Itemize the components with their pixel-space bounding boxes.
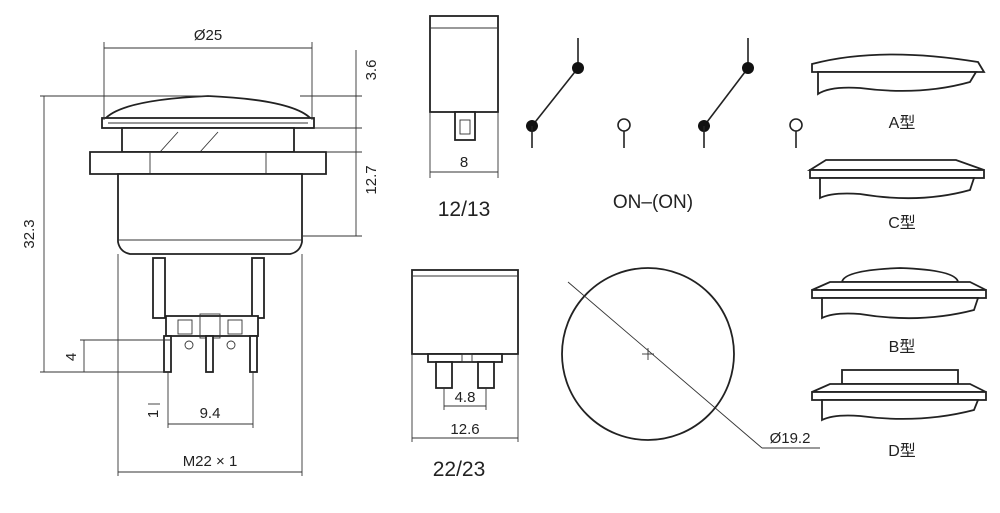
switch-housing <box>117 173 303 255</box>
main-side-view <box>89 95 327 373</box>
model-12-13-terminal <box>454 111 476 141</box>
pin <box>205 335 214 373</box>
model-22-23-inner-width: 4.8 <box>455 389 476 406</box>
contact-dot <box>742 62 754 74</box>
main-dimensions <box>40 42 362 476</box>
model-12-13-view <box>429 15 499 178</box>
dim-diameter-25: Ø25 <box>194 27 222 44</box>
hex-nut <box>89 151 327 175</box>
dim-32-3: 32.3 <box>21 219 38 248</box>
cap-type-b <box>811 267 987 320</box>
cap-type-a <box>811 53 986 96</box>
dim-9-4: 9.4 <box>200 405 221 422</box>
cap-type-a-label: A型 <box>889 114 916 132</box>
cap-type-c-label: C型 <box>888 214 916 232</box>
circuit-label: ON–(ON) <box>613 192 693 213</box>
bezel-neck <box>121 127 295 153</box>
round-diameter: Ø19.2 <box>770 430 811 447</box>
dim-12-7: 12.7 <box>363 165 380 194</box>
model-22-23-terminal <box>477 361 495 389</box>
terminal-slot <box>177 319 193 335</box>
dim-thread-m22: M22 × 1 <box>183 453 238 470</box>
contact-dot <box>572 62 584 74</box>
model-22-23-label: 22/23 <box>433 458 486 481</box>
model-22-23-terminal <box>435 361 453 389</box>
model-22-23-view <box>411 269 519 442</box>
open-contact <box>617 118 631 132</box>
model-12-13-label: 12/13 <box>438 198 491 221</box>
dim-1: 1 <box>145 410 162 418</box>
terminal-slot <box>227 319 243 335</box>
pin <box>163 335 172 373</box>
pin <box>249 335 258 373</box>
neck-hatch <box>199 131 219 153</box>
terminal-block <box>165 315 259 337</box>
terminal-post-right <box>251 257 265 319</box>
dome-cap <box>102 95 314 121</box>
terminal-post-left <box>152 257 166 319</box>
circuit-symbol <box>526 38 803 148</box>
cap-type-d <box>811 369 987 422</box>
dim-3-6: 3.6 <box>363 60 380 81</box>
pin-solder <box>184 340 194 350</box>
cap-type-d-label: D型 <box>888 442 916 460</box>
neck-hatch <box>159 131 179 153</box>
round-top-view <box>561 267 820 449</box>
pin-solder <box>226 340 236 350</box>
model-12-13-body <box>429 15 499 113</box>
model-12-13-width: 8 <box>460 154 468 171</box>
cap-type-c <box>806 159 985 200</box>
dim-4: 4 <box>63 353 80 361</box>
model-22-23-body <box>411 269 519 355</box>
open-contact <box>789 118 803 132</box>
model-22-23-outer-width: 12.6 <box>450 421 479 438</box>
cap-type-b-label: B型 <box>889 338 916 356</box>
